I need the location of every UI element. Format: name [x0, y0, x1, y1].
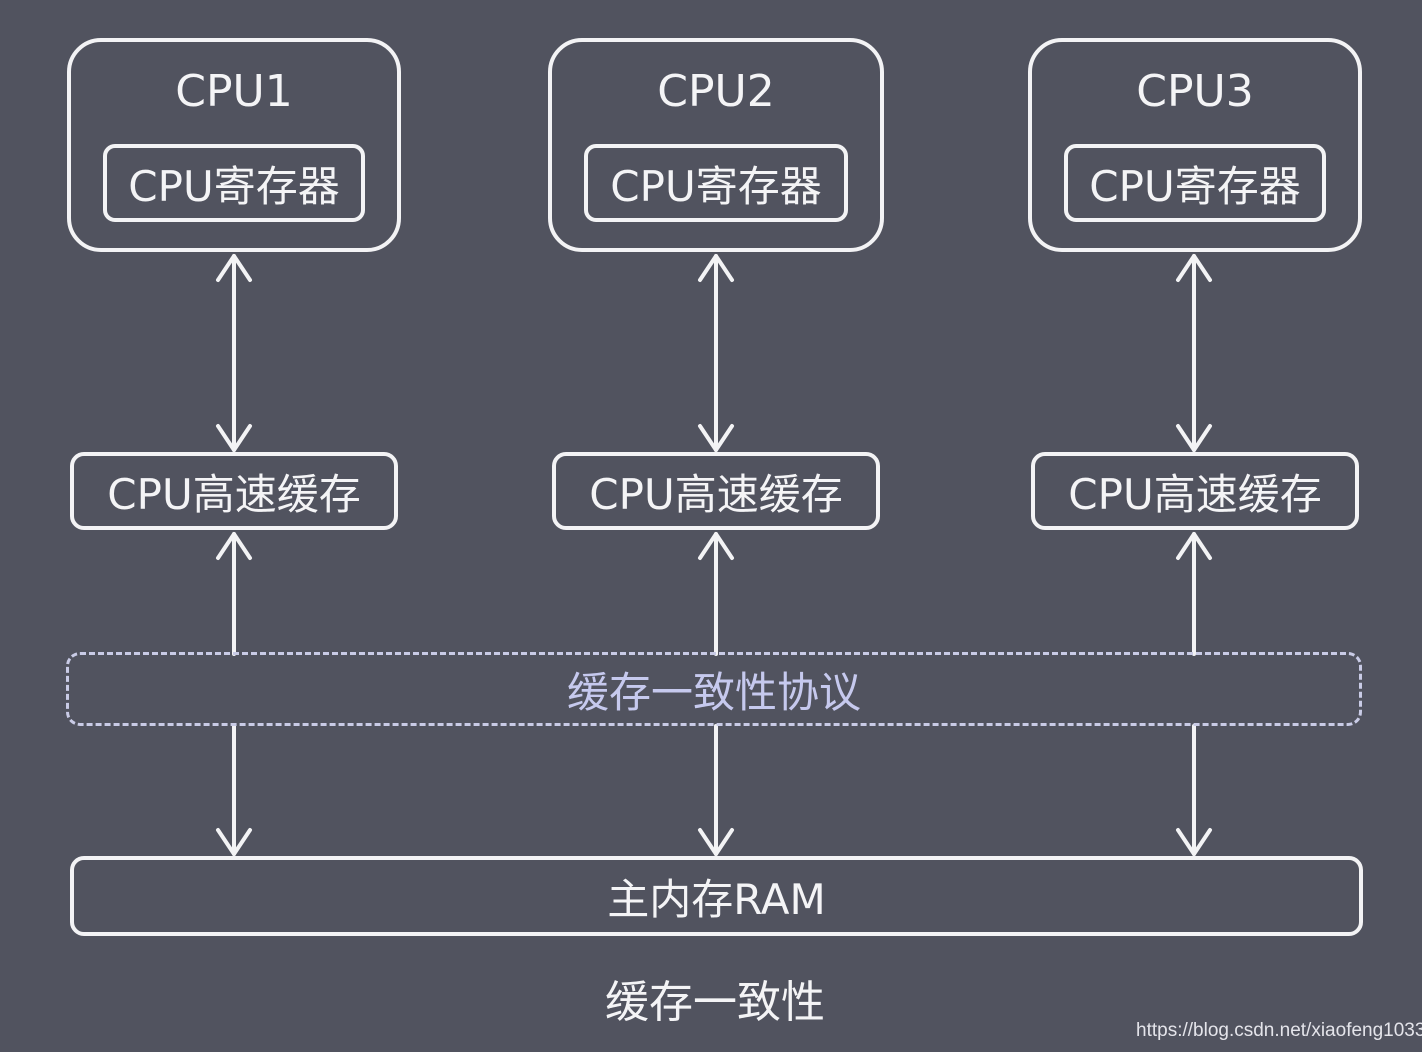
arrow-cpu3-protocol-ram [1176, 724, 1212, 856]
diagram-caption: 缓存一致性 [605, 977, 825, 1028]
cpu3-register-box: CPU寄存器 [1064, 144, 1326, 222]
cpu1-title: CPU1 [175, 66, 293, 117]
arrow-cpu2-cache-protocol [698, 532, 734, 656]
cpu1-register-box: CPU寄存器 [103, 144, 365, 222]
cpu3-title: CPU3 [1136, 66, 1254, 117]
arrow-cpu1-cache-protocol [216, 532, 252, 656]
arrow-cpu2-protocol-ram [698, 724, 734, 856]
arrow-cpu1-register-cache [216, 254, 252, 452]
arrow-cpu1-protocol-ram [216, 724, 252, 856]
cpu2-box: CPU2 CPU寄存器 [548, 38, 884, 252]
watermark-url: https://blog.csdn.net/xiaofeng10330111 [1136, 1020, 1422, 1041]
cache-coherence-protocol-box: 缓存一致性协议 [66, 652, 1362, 726]
cpu2-register-box: CPU寄存器 [584, 144, 848, 222]
cpu1-cache-box: CPU高速缓存 [70, 452, 398, 530]
cpu2-title: CPU2 [657, 66, 775, 117]
arrow-cpu2-register-cache [698, 254, 734, 452]
cpu3-cache-box: CPU高速缓存 [1031, 452, 1359, 530]
main-memory-box: 主内存RAM [70, 856, 1363, 936]
cpu1-box: CPU1 CPU寄存器 [67, 38, 401, 252]
cpu3-box: CPU3 CPU寄存器 [1028, 38, 1362, 252]
arrow-cpu3-register-cache [1176, 254, 1212, 452]
cpu2-cache-box: CPU高速缓存 [552, 452, 880, 530]
arrow-cpu3-cache-protocol [1176, 532, 1212, 656]
